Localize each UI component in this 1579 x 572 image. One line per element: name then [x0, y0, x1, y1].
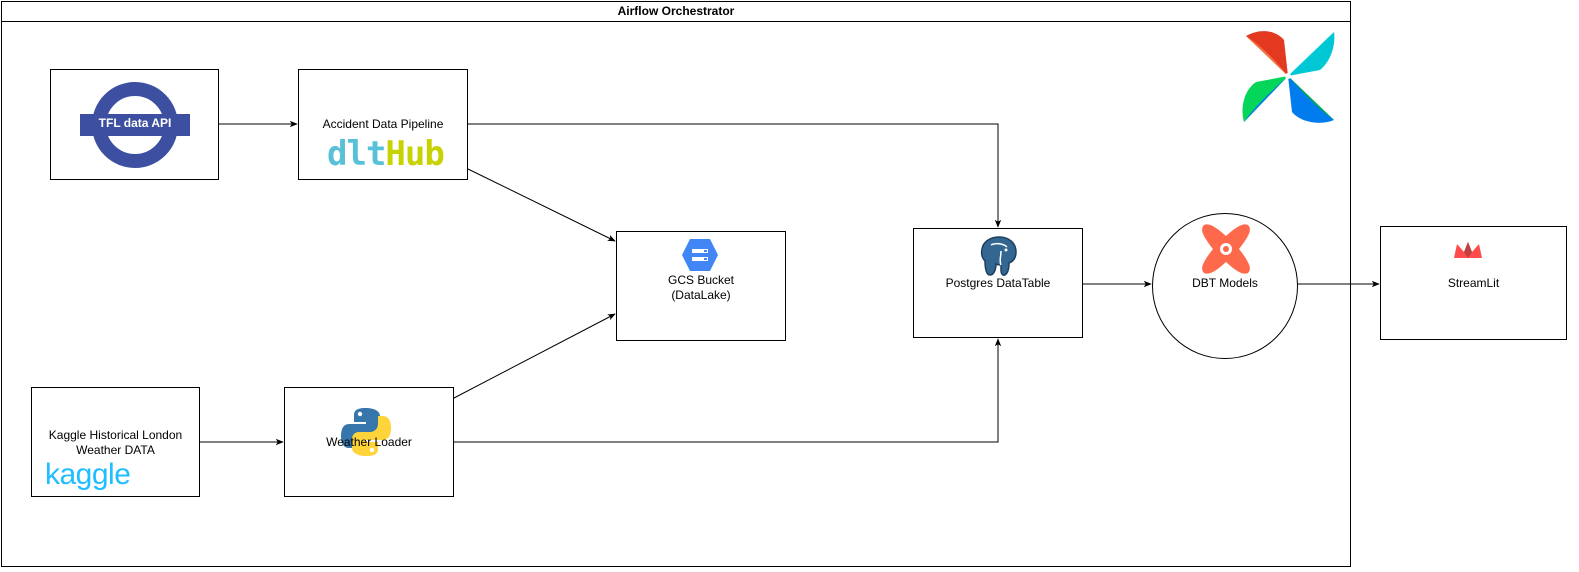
gcs-icon	[682, 239, 718, 271]
edge-pipeline-gcs	[467, 168, 616, 242]
streamlit-node[interactable]	[1380, 226, 1567, 340]
kaggle-label-line1: Kaggle Historical London	[48, 428, 183, 442]
tfl-label: TFL data API	[98, 116, 172, 130]
kaggle-label-line2: Weather DATA	[76, 443, 155, 457]
postgres-label: Postgres DataTable	[945, 276, 1051, 290]
python-icon	[341, 408, 391, 456]
edge-pipeline-postgres	[468, 123, 1002, 228]
streamlit-crown-icon	[1454, 242, 1482, 258]
dlthub-logo: dltHub	[327, 134, 445, 174]
gcs-label-line1: GCS Bucket	[667, 273, 735, 287]
dlthub-logo-dlt: dlt	[327, 134, 386, 174]
edge-weather-gcs	[453, 313, 616, 399]
kaggle-logo: kaggle	[45, 458, 131, 491]
kaggle-node[interactable]	[31, 387, 200, 497]
gcs-label-line2: (DataLake)	[671, 288, 731, 302]
dbt-icon	[1202, 224, 1250, 274]
dlthub-logo-hub: Hub	[385, 134, 444, 174]
postgres-elephant-icon	[980, 236, 1017, 276]
weather-label: Weather Loader	[326, 435, 412, 449]
dbt-label: DBT Models	[1192, 276, 1258, 290]
frame-title: Airflow Orchestrator	[1, 1, 1351, 22]
tfl-roundel-icon	[80, 82, 190, 168]
pipeline-node[interactable]	[298, 69, 468, 180]
airflow-icon	[1242, 31, 1335, 123]
streamlit-label: StreamLit	[1447, 276, 1500, 290]
edge-weather-postgres	[454, 338, 1002, 443]
pipeline-label: Accident Data Pipeline	[322, 117, 444, 131]
